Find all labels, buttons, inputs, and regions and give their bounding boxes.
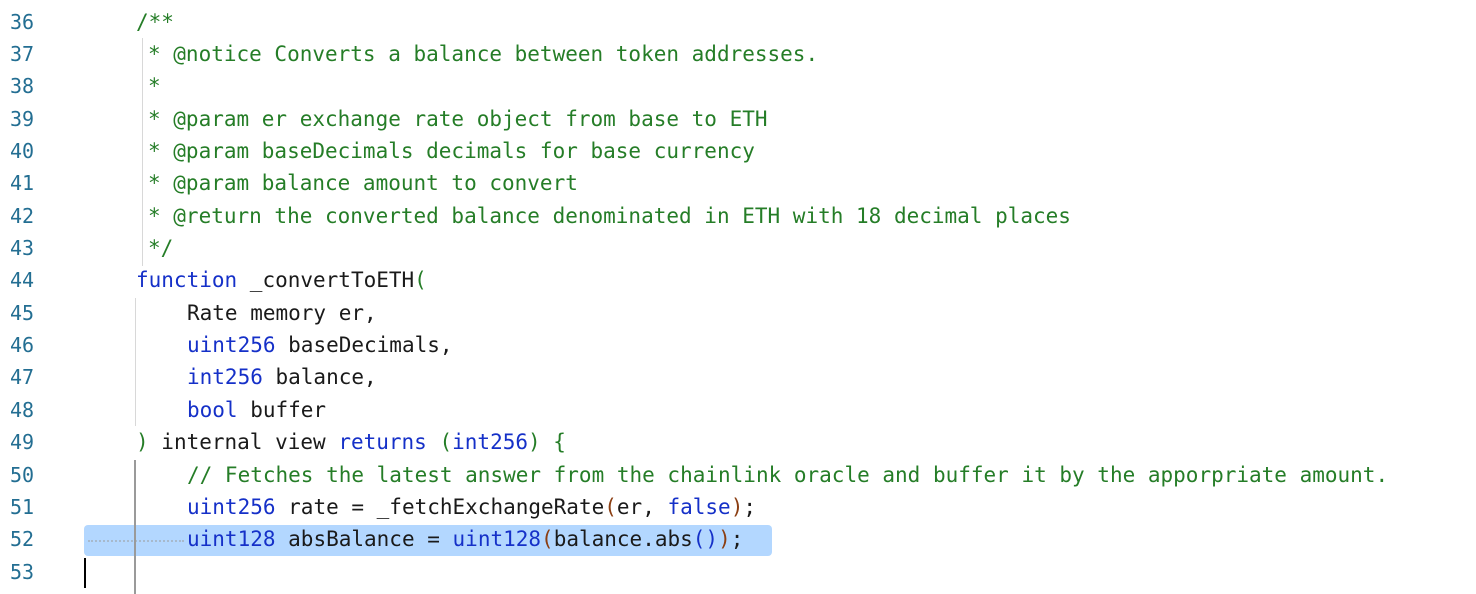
- doc-comment: * @return the converted balance denomina…: [148, 204, 1071, 228]
- code-line-36[interactable]: /**: [84, 6, 1476, 38]
- paren: (: [541, 527, 554, 551]
- doc-comment: *: [148, 74, 161, 98]
- line-number: 46: [10, 333, 35, 357]
- space: [427, 430, 440, 454]
- keyword: returns: [338, 430, 427, 454]
- line-number: 42: [10, 204, 35, 228]
- code-content: int256 balance,: [187, 361, 377, 393]
- indent-guide-active: [134, 460, 136, 594]
- doc-comment: * @param baseDecimals decimals for base …: [148, 139, 755, 163]
- doc-comment: */: [148, 236, 174, 260]
- line-number: 49: [10, 430, 35, 454]
- code-line-37[interactable]: * @notice Converts a balance between tok…: [84, 38, 1476, 70]
- code-content: bool buffer: [187, 394, 326, 426]
- line-number: 38: [10, 74, 35, 98]
- code-area[interactable]: /** * @notice Converts a balance between…: [84, 0, 1476, 594]
- line-number: 37: [10, 42, 35, 66]
- code-content: Rate memory er,: [187, 301, 377, 325]
- type: int256: [452, 430, 528, 454]
- keyword: bool: [187, 398, 238, 422]
- code-line-47[interactable]: int256 balance,: [84, 361, 1476, 393]
- paren: (): [692, 527, 719, 551]
- paren: ): [718, 527, 731, 551]
- doc-comment: * @notice Converts a balance between tok…: [148, 42, 819, 66]
- doc-comment: * @param er exchange rate object from ba…: [148, 107, 768, 131]
- identifier: rate = _fetchExchangeRate: [275, 495, 605, 519]
- keyword: uint128: [452, 527, 542, 551]
- code-line-40[interactable]: * @param baseDecimals decimals for base …: [84, 135, 1476, 167]
- line-number: 41: [10, 171, 35, 195]
- line-number: 48: [10, 398, 35, 422]
- code-line-38[interactable]: *: [84, 70, 1476, 102]
- code-line-52[interactable]: uint128 absBalance = uint128(balance.abs…: [84, 523, 1476, 555]
- code-line-44[interactable]: function _convertToETH(: [84, 264, 1476, 296]
- identifier: absBalance =: [275, 527, 453, 551]
- keyword: int256: [187, 365, 263, 389]
- code-line-42[interactable]: * @return the converted balance denomina…: [84, 200, 1476, 232]
- keyword: function: [136, 268, 238, 292]
- keyword: uint256: [187, 495, 276, 519]
- identifier: balance.abs: [553, 527, 693, 551]
- code-line-39[interactable]: * @param er exchange rate object from ba…: [84, 103, 1476, 135]
- code-content: uint256 baseDecimals,: [187, 329, 453, 361]
- keyword: false: [667, 495, 731, 519]
- code-content: uint256 rate = _fetchExchangeRate(er, fa…: [187, 491, 756, 523]
- modifiers: internal view: [148, 430, 339, 454]
- function-name: _convertToETH: [237, 268, 415, 292]
- code-line-50[interactable]: // Fetches the latest answer from the ch…: [84, 459, 1476, 491]
- line-number: 40: [10, 139, 35, 163]
- code-line-46[interactable]: uint256 baseDecimals,: [84, 329, 1476, 361]
- code-line-43[interactable]: */: [84, 232, 1476, 264]
- text-cursor: [84, 558, 86, 588]
- line-number-gutter: 36 37 38 39 40 41 42 43 44 45 46 47 48 4…: [0, 0, 70, 594]
- semicolon: ;: [743, 495, 757, 519]
- keyword: uint256: [187, 333, 276, 357]
- paren: ): [730, 495, 744, 519]
- line-number: 53: [10, 560, 35, 584]
- selection-highlight: [84, 525, 772, 556]
- indent-guide: [135, 298, 136, 426]
- code-content: uint128 absBalance = uint128(balance.abs…: [187, 523, 743, 555]
- identifier: balance,: [262, 365, 377, 389]
- keyword: uint128: [187, 527, 276, 551]
- paren: (: [439, 430, 453, 454]
- line-comment: // Fetches the latest answer from the ch…: [187, 463, 1389, 487]
- paren: ): [528, 430, 541, 454]
- line-number: 47: [10, 365, 35, 389]
- code-line-53[interactable]: [84, 556, 1476, 588]
- line-number: 51: [10, 495, 35, 519]
- semicolon: ;: [730, 527, 744, 551]
- doc-comment: * @param balance amount to convert: [148, 171, 578, 195]
- code-content: ) internal view returns (int256) {: [136, 426, 566, 458]
- paren: ): [136, 430, 149, 454]
- line-number: 45: [10, 301, 35, 325]
- line-number: 44: [10, 268, 35, 292]
- brace: {: [540, 430, 566, 454]
- code-content: function _convertToETH(: [136, 264, 427, 296]
- code-line-49[interactable]: ) internal view returns (int256) {: [84, 426, 1476, 458]
- code-line-41[interactable]: * @param balance amount to convert: [84, 167, 1476, 199]
- line-number: 50: [10, 463, 35, 487]
- code-line-45[interactable]: Rate memory er,: [84, 297, 1476, 329]
- doc-comment: /**: [136, 10, 174, 34]
- indent-guide: [142, 38, 143, 266]
- line-number: 36: [10, 10, 35, 34]
- code-line-48[interactable]: bool buffer: [84, 394, 1476, 426]
- line-number: 39: [10, 107, 35, 131]
- line-number: 52: [10, 527, 35, 551]
- argument: er,: [616, 495, 668, 519]
- whitespace-indicator: [88, 540, 184, 542]
- code-line-51[interactable]: uint256 rate = _fetchExchangeRate(er, fa…: [84, 491, 1476, 523]
- identifier: baseDecimals,: [275, 333, 453, 357]
- paren: (: [604, 495, 617, 519]
- identifier: buffer: [237, 398, 327, 422]
- paren: (: [414, 268, 427, 292]
- line-number: 43: [10, 236, 35, 260]
